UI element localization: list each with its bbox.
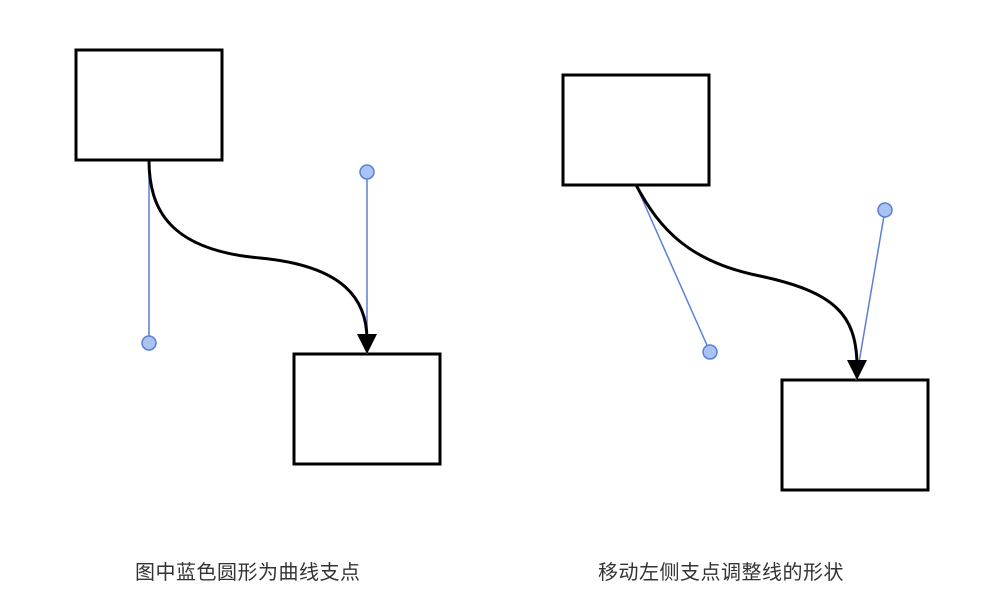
left-target-box (292, 352, 442, 466)
left-source-box (74, 48, 224, 162)
left-caption: 图中蓝色圆形为曲线支点 (135, 560, 361, 584)
right-target-box (780, 378, 930, 492)
right-handle-line-end (855, 209, 886, 381)
right-caption: 移动左侧支点调整线的形状 (598, 560, 844, 584)
right-handle-line-start (635, 184, 711, 353)
right-start-control-point[interactable] (702, 344, 718, 360)
left-end-control-point[interactable] (359, 164, 375, 180)
right-curve (634, 184, 859, 365)
left-panel (74, 48, 442, 466)
left-curve (147, 159, 369, 341)
left-arrowhead (357, 334, 377, 354)
right-source-box (561, 73, 711, 187)
right-panel (561, 73, 930, 492)
right-arrowhead (847, 360, 867, 380)
right-end-control-point[interactable] (877, 202, 893, 218)
left-start-control-point[interactable] (141, 335, 157, 351)
